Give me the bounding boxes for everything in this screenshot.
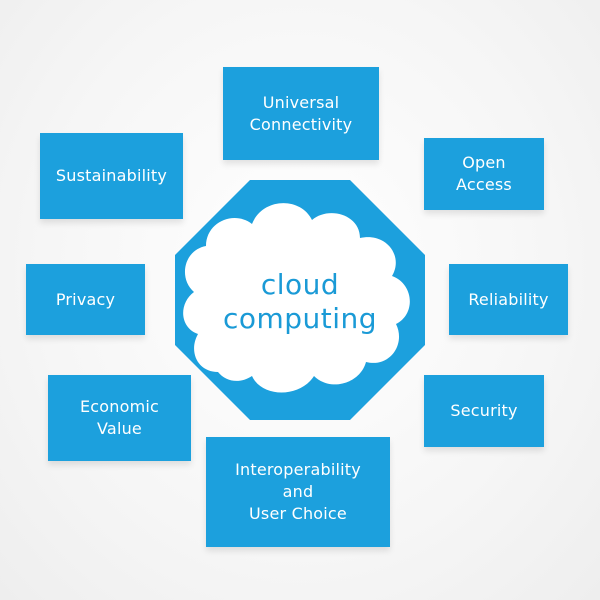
node-line: Connectivity xyxy=(249,114,353,134)
node-line: Sustainability xyxy=(55,166,168,185)
node-security: Security xyxy=(424,375,544,447)
node-line: User Choice xyxy=(249,504,347,523)
node-line: Reliability xyxy=(468,289,549,309)
node-line: Access xyxy=(456,175,512,194)
node-line: Value xyxy=(97,419,142,438)
node-economic-value: Economic Value xyxy=(48,375,191,461)
node-line: Economic xyxy=(79,397,160,416)
node-universal-connectivity: Universal Connectivity xyxy=(223,67,379,160)
node-sustainability: Sustainability xyxy=(40,133,183,219)
hub-label: cloud computing xyxy=(222,268,378,335)
node-line: and xyxy=(282,482,314,501)
cloud-icon xyxy=(183,203,410,393)
node-line: Interoperability xyxy=(235,460,361,479)
node-line: Security xyxy=(450,401,518,420)
node-interoperability: Interoperability and User Choice xyxy=(206,437,390,547)
node-line: Open xyxy=(462,153,506,172)
node-line: Privacy xyxy=(55,289,116,309)
node-line: Universal xyxy=(262,92,340,112)
node-open-access: Open Access xyxy=(424,138,544,210)
node-reliability: Reliability xyxy=(449,264,568,335)
node-privacy: Privacy xyxy=(26,264,145,335)
